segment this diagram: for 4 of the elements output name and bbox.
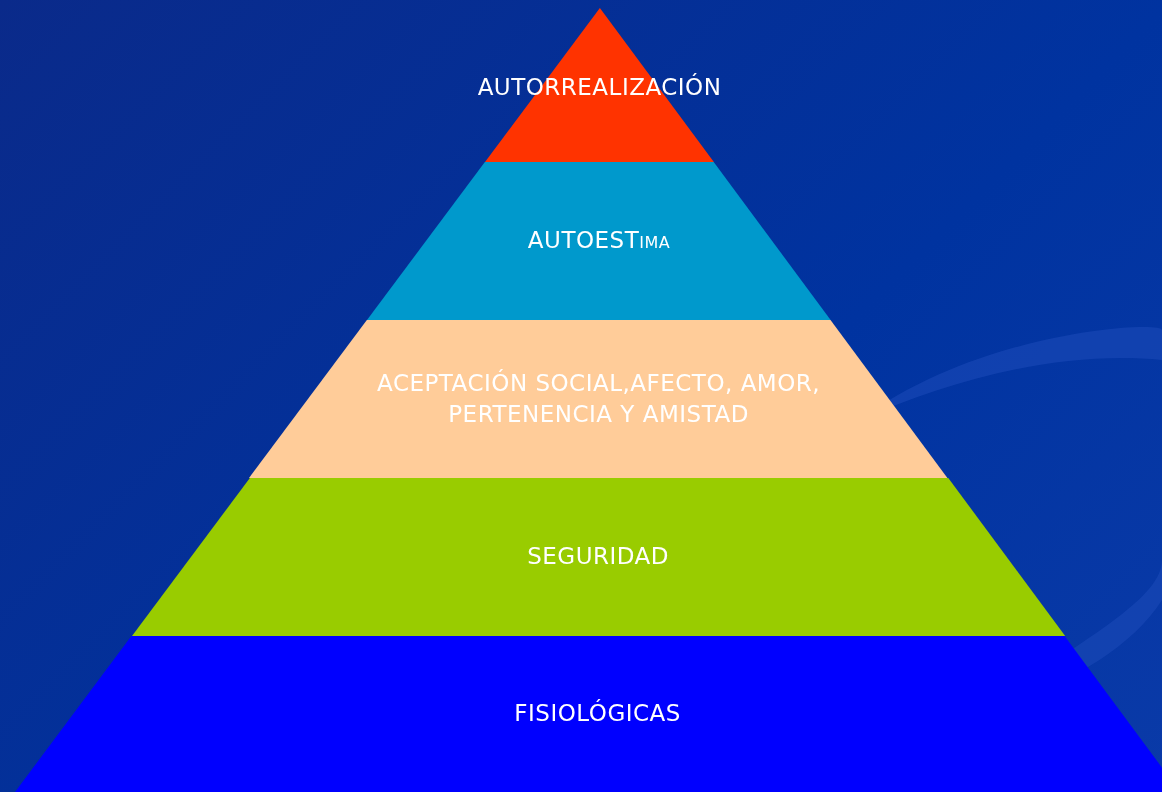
level-label: FISIOLÓGICAS <box>514 698 681 729</box>
level-label: AUTOESTima <box>527 226 671 256</box>
level-label: SEGURIDAD <box>527 542 669 572</box>
level-label: ACEPTACIÓN SOCIAL,AFECTO, AMOR, PERTENENCIA Y AMISTAD <box>376 368 822 429</box>
